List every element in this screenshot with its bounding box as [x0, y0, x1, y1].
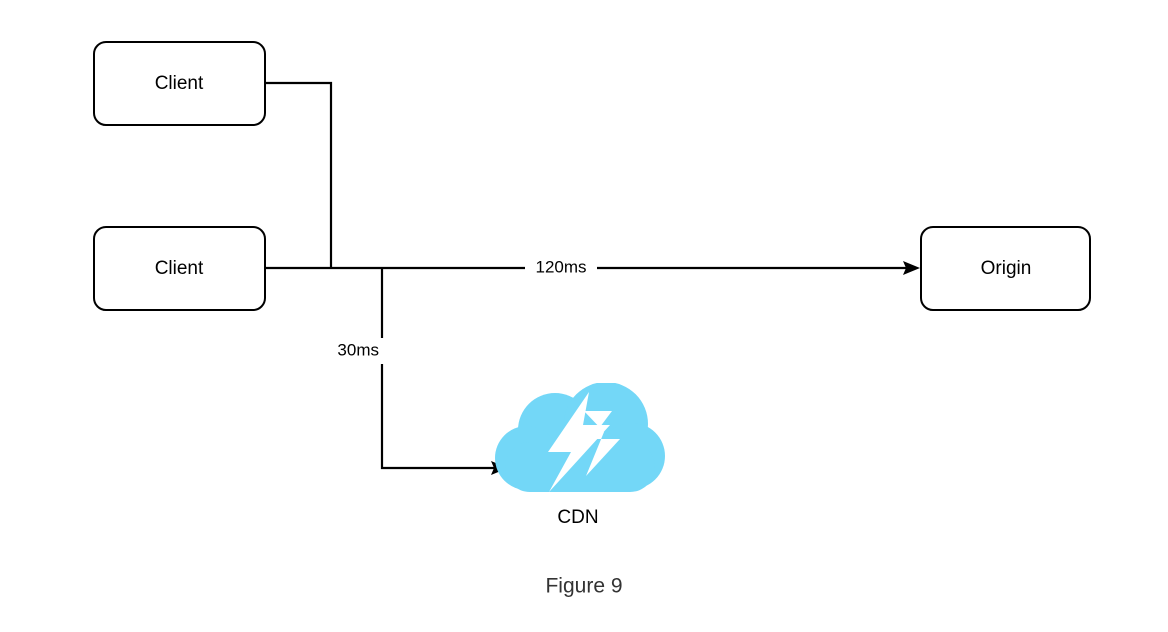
edge-client-top-to-trunk	[265, 81, 333, 268]
origin-box[interactable]	[920, 226, 1091, 311]
node-client-bottom[interactable]: Client	[93, 226, 266, 311]
arrowhead-origin	[903, 261, 920, 275]
cloud-lightning-icon[interactable]	[495, 382, 665, 492]
edge-label-30ms: 30ms	[337, 340, 379, 359]
node-origin[interactable]: Origin	[920, 226, 1091, 311]
client-bottom-label: Client	[155, 258, 204, 279]
figure-caption: Figure 9	[545, 575, 622, 598]
client-bottom-box[interactable]	[93, 226, 266, 311]
origin-label: Origin	[981, 258, 1032, 279]
client-top-box[interactable]	[93, 41, 266, 126]
client-top-label: Client	[155, 73, 204, 94]
node-client-top[interactable]: Client	[93, 41, 266, 126]
edge-label-120ms: 120ms	[535, 257, 586, 276]
cdn-label: CDN	[557, 507, 598, 528]
edge-branch-to-cdn	[380, 364, 497, 470]
